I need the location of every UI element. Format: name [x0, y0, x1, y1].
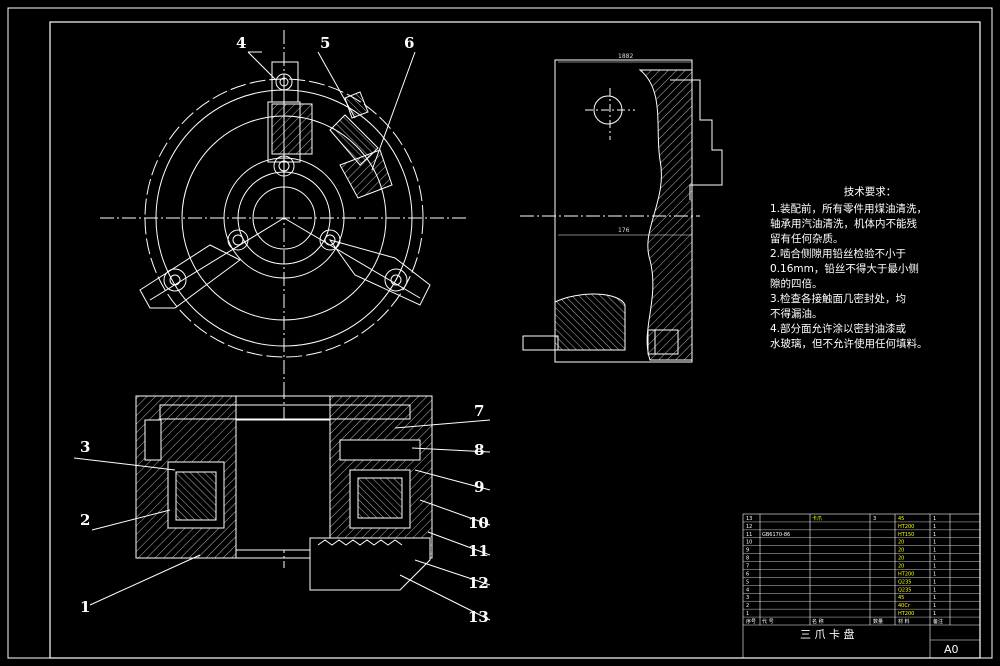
callout-7: 7 [474, 402, 484, 420]
dimension-middle: 176 [618, 227, 630, 234]
bom-cell: 1 [933, 587, 936, 593]
bom-cell: 6 [746, 571, 749, 577]
callout-12: 12 [468, 574, 489, 592]
notes-title: 技术要求： [843, 186, 897, 198]
bom-cell: 10 [746, 540, 752, 546]
bom-cell: 12 [746, 524, 752, 530]
bom-cell: 1 [933, 524, 936, 530]
notes-line: 轴承用汽油清洗，机体内不能残 [770, 218, 917, 230]
callout-9: 9 [474, 478, 484, 496]
bom-cell: 11 [746, 532, 752, 538]
callout-10: 10 [468, 514, 489, 532]
technical-requirements: 技术要求： 1.装配前，所有零件用煤油清洗， 轴承用汽油清洗，机体内不能残留有任何… [770, 185, 970, 352]
bom-cell: Q235 [898, 587, 911, 593]
bom-cell: 1 [933, 579, 936, 585]
bom-header-cell: 材 料 [898, 618, 910, 625]
bom-cell: 卡爪 [812, 515, 822, 522]
bom-cell: 5 [746, 579, 749, 585]
bom-cell: 1 [933, 556, 936, 562]
bom-cell: 1 [933, 571, 936, 577]
bom-cell: 13 [746, 516, 752, 522]
bom-cell: GB6170-86 [762, 532, 790, 538]
notes-line: 水玻璃，但不允许使用任何填料。 [770, 338, 928, 350]
bom-cell: 1 [933, 548, 936, 554]
bom-cell: 20 [898, 540, 904, 546]
sheet-size: A0 [944, 643, 959, 656]
section-view [73, 385, 491, 621]
callout-11: 11 [468, 542, 489, 560]
bom-cell: 7 [746, 564, 749, 570]
bom-cell: 45 [898, 595, 904, 601]
bom-cell: 2 [746, 603, 749, 609]
notes-lines: 1.装配前，所有零件用煤油清洗， 轴承用汽油清洗，机体内不能残留有任何杂质。 2.啮… [770, 202, 970, 352]
notes-line: 1.装配前，所有零件用煤油清洗， [770, 203, 928, 215]
bom-cell: HT200 [898, 571, 914, 577]
bom-cell: 9 [746, 548, 749, 554]
notes-line: 隙的四倍。 [770, 278, 823, 290]
notes-line: 4.部分面允许涂以密封油漆或 [770, 323, 907, 335]
bom-cell: 1 [933, 564, 936, 570]
bom-cell: 1 [933, 540, 936, 546]
bom-cell: 8 [746, 556, 749, 562]
bom-header-cell: 备注 [933, 618, 943, 625]
callout-13: 13 [468, 608, 489, 626]
bom-header-cell: 序号 [746, 618, 756, 625]
callout-8: 8 [474, 441, 484, 459]
front-view [100, 30, 468, 385]
notes-line: 不得漏油。 [770, 308, 823, 320]
notes-line: 留有任何杂质。 [770, 233, 844, 245]
callout-5: 5 [320, 34, 330, 52]
bom-cell: 1 [746, 611, 749, 617]
drawing-title: 三 爪 卡 盘 [800, 627, 855, 641]
bom-cell: 20 [898, 556, 904, 562]
notes-line: 3.检查各接触面几密封处，均 [770, 293, 907, 305]
bom-cell: HT150 [898, 532, 914, 538]
bom-header-cell: 数量 [873, 618, 883, 625]
bom-cell: 1 [933, 595, 936, 601]
bom-cell: 3 [873, 516, 876, 522]
callout-1: 1 [80, 598, 90, 616]
callout-6: 6 [404, 34, 414, 52]
bom-cell: 3 [746, 595, 749, 601]
bom-cell: 20 [898, 564, 904, 570]
bom-cell: 1 [933, 603, 936, 609]
side-view [520, 59, 723, 363]
dimension-top: 1882 [618, 53, 633, 60]
bom-cell: 1 [933, 516, 936, 522]
callout-2: 2 [80, 511, 90, 529]
bom-cell: 4 [746, 587, 749, 593]
bom-cell: HT200 [898, 524, 914, 530]
bom-header-cell: 名 称 [812, 618, 824, 625]
bom-cell: 1 [933, 532, 936, 538]
bom-cell: 20 [898, 548, 904, 554]
bom-cell: HT200 [898, 611, 914, 617]
bom-header-cell: 代 号 [762, 618, 774, 625]
bom-cell: 40Cr [898, 603, 911, 609]
bom-cell: 1 [933, 611, 936, 617]
sheet-border-inner [49, 21, 981, 659]
bom-cell: 45 [898, 516, 904, 522]
callout-4: 4 [236, 34, 246, 52]
callout-3: 3 [80, 438, 90, 456]
notes-line: 0.16mm，铅丝不得大于最小侧 [770, 263, 919, 275]
bom-cell: Q235 [898, 579, 911, 585]
notes-line: 2.啮合侧隙用铅丝检验不小于 [770, 248, 907, 260]
